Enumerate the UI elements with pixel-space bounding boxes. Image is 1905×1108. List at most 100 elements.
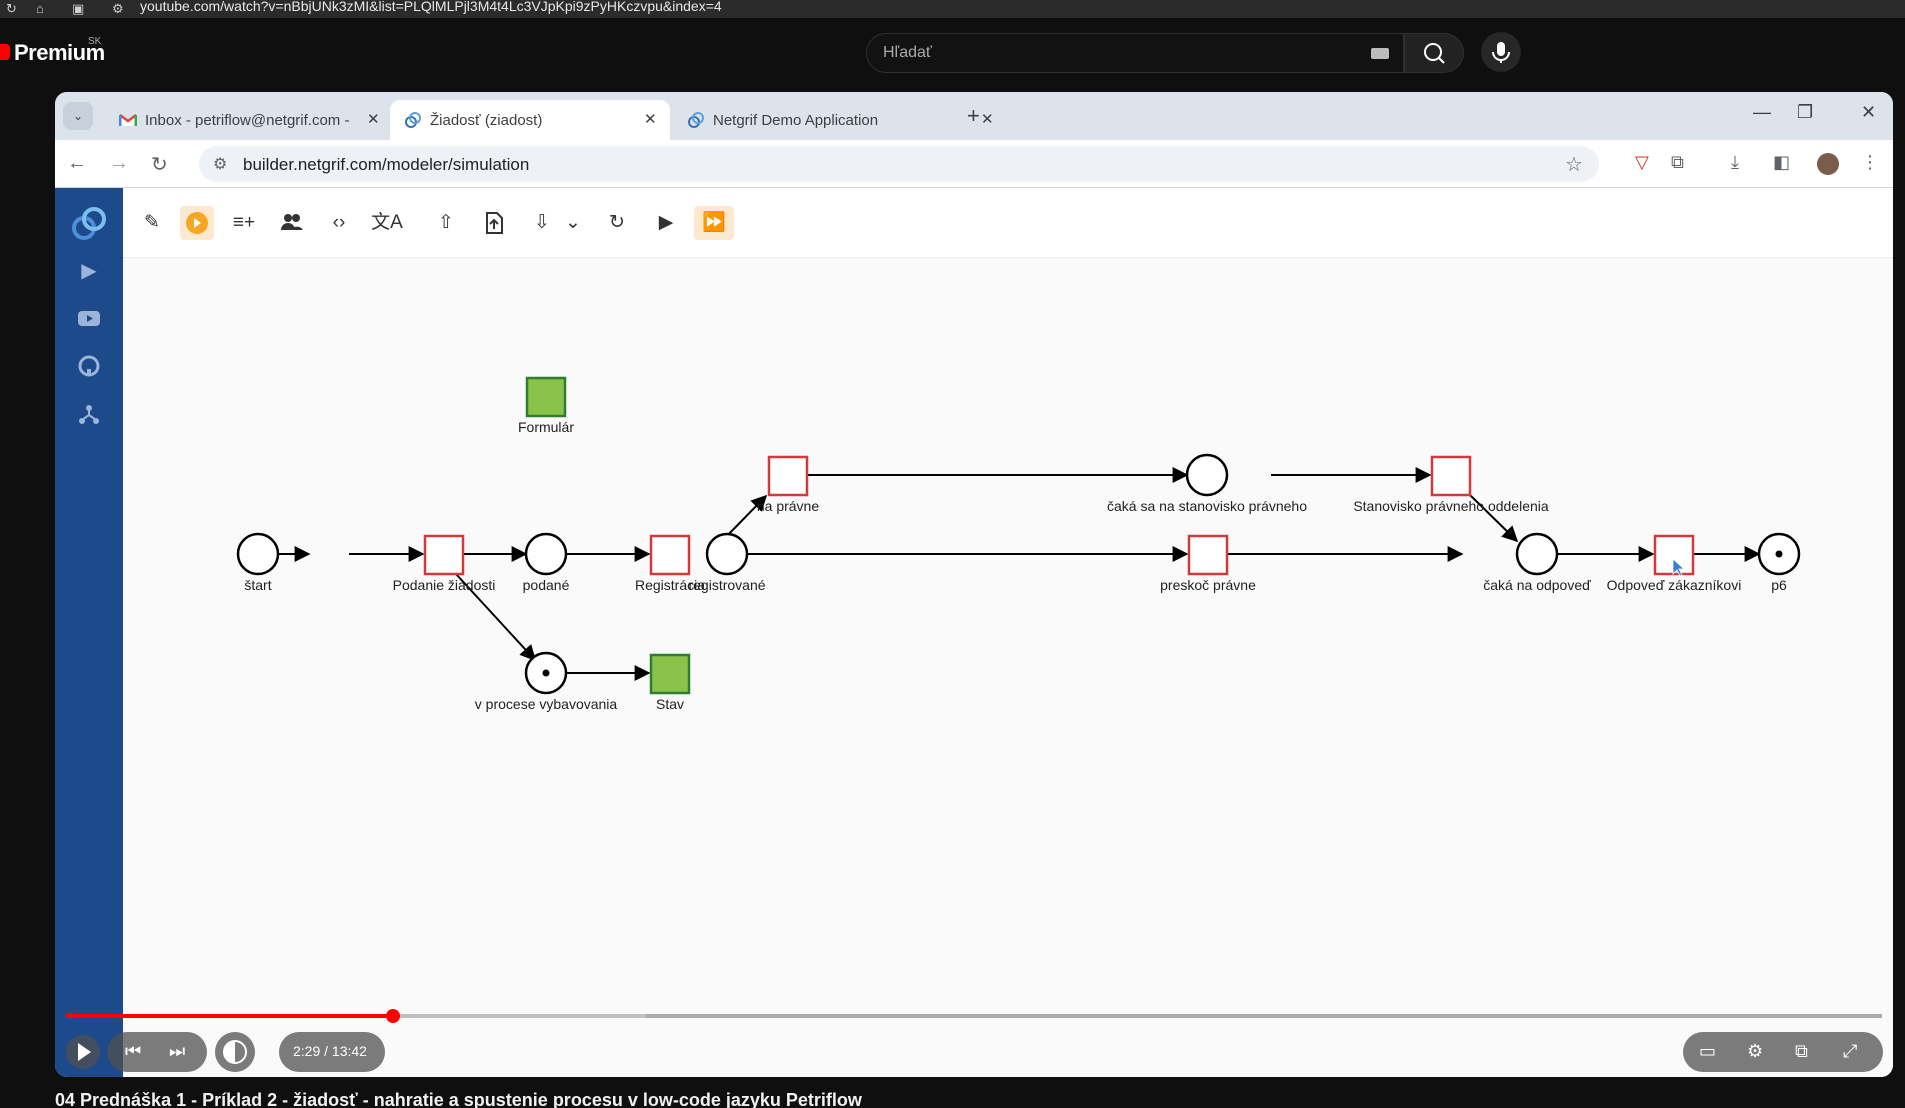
video-title[interactable]: 04 Prednáška 1 - Príklad 2 - žiadosť - n… xyxy=(55,1090,862,1108)
play-button[interactable] xyxy=(65,1032,101,1072)
transition-registracia[interactable] xyxy=(649,534,691,576)
place-label: štart xyxy=(244,577,271,593)
time-display: 2:29 / 13:42 xyxy=(279,1032,385,1072)
play-icon[interactable]: ▶ xyxy=(658,212,674,233)
home-icon[interactable]: ⌂ xyxy=(36,1,44,16)
roles-icon[interactable] xyxy=(275,206,309,240)
site-info-icon[interactable]: ⚙ xyxy=(112,1,124,16)
place-caka-odpoved[interactable] xyxy=(1515,532,1559,576)
region-code: SK xyxy=(88,36,102,47)
bookmark-star-icon[interactable]: ☆ xyxy=(1565,154,1583,176)
fast-forward-icon[interactable]: ⏩ xyxy=(694,206,734,240)
transition-preskoc[interactable] xyxy=(1187,534,1229,576)
minimize-icon[interactable]: — xyxy=(1753,102,1771,122)
youtube-logo-icon[interactable] xyxy=(0,44,10,60)
simulation-icon[interactable] xyxy=(180,206,214,240)
video-player[interactable]: ⌄ Inbox - petriflow@netgrif.com - ✕ Žiad… xyxy=(55,92,1893,1077)
search-button[interactable] xyxy=(1404,33,1464,73)
place-registrovane[interactable] xyxy=(705,532,749,576)
previous-icon[interactable]: ⏮ xyxy=(125,1041,142,1061)
close-tab-icon[interactable]: ✕ xyxy=(644,111,657,128)
netgrif-logo-icon[interactable] xyxy=(69,204,109,244)
netgrif-icon xyxy=(405,112,421,128)
youtube-icon[interactable] xyxy=(77,306,101,330)
import-file-icon[interactable] xyxy=(477,206,511,240)
app-sidebar: ▶ xyxy=(55,188,123,1077)
theater-mode-icon[interactable]: ⧉ xyxy=(1795,1041,1808,1061)
new-tab-icon[interactable]: + xyxy=(967,103,980,128)
youtube-premium-logo[interactable]: Premium xyxy=(14,40,105,65)
place-label: podané xyxy=(523,577,570,593)
transition-stav[interactable] xyxy=(649,653,691,695)
tab-netgrif-demo[interactable]: Netgrif Demo Application ✕ xyxy=(673,100,1003,140)
github-icon[interactable] xyxy=(77,354,101,378)
close-tab-icon[interactable]: ✕ xyxy=(367,111,380,128)
place-caka-stanovisko[interactable] xyxy=(1185,453,1229,497)
back-icon[interactable]: ← xyxy=(67,152,87,174)
tab-title: Žiadosť (ziadost) xyxy=(430,112,543,129)
play-icon xyxy=(66,1035,100,1069)
keyboard-icon[interactable] xyxy=(1371,48,1389,59)
volume-button[interactable] xyxy=(215,1032,255,1072)
upload-icon[interactable]: ⇧ xyxy=(438,212,454,233)
subtitles-icon[interactable]: ▭ xyxy=(1699,1041,1717,1061)
tab-title: Netgrif Demo Application xyxy=(713,112,879,129)
forward-icon[interactable]: → xyxy=(109,152,129,174)
modeler-canvas-area: ✎ ≡+ ‹› 文A ⇧ ⇩ ⌄ ↻ ▶ ⏩ xyxy=(123,188,1893,1077)
outer-url[interactable]: youtube.com/watch?v=nBbjUNk3zMI&list=PLQ… xyxy=(140,0,722,14)
play-icon[interactable]: ▶ xyxy=(81,260,97,282)
address-bar[interactable]: ⚙ builder.netgrif.com/modeler/simulation… xyxy=(199,146,1599,182)
site-settings-icon[interactable]: ⚙ xyxy=(213,156,228,173)
download-icon[interactable]: ⇩ xyxy=(534,212,550,233)
transition-podanie[interactable] xyxy=(423,534,465,576)
reload-icon[interactable]: ↻ xyxy=(151,154,168,176)
microphone-icon xyxy=(1492,42,1510,63)
extension-pocket-icon[interactable]: ▽ xyxy=(1635,152,1649,172)
chevron-down-icon[interactable]: ⌄ xyxy=(565,212,581,233)
close-tab-icon[interactable]: ✕ xyxy=(981,111,994,128)
voice-search-button[interactable] xyxy=(1481,32,1521,72)
network-icon[interactable] xyxy=(77,402,101,426)
skip-controls: ⏮ ⏭ xyxy=(107,1032,207,1072)
place-podane[interactable] xyxy=(524,532,568,576)
progress-track[interactable] xyxy=(66,1014,1882,1018)
netgrif-icon xyxy=(688,112,704,128)
transition-stanovisko[interactable] xyxy=(1430,455,1472,497)
tab-search-button[interactable]: ⌄ xyxy=(63,102,93,130)
reload-icon[interactable]: ↻ xyxy=(6,1,17,16)
extensions-icon[interactable]: ⧉ xyxy=(1671,152,1684,172)
right-controls: ▭ ⚙ ⧉ ⤢ xyxy=(1683,1032,1883,1072)
place-start[interactable] xyxy=(236,532,280,576)
side-panel-icon[interactable]: ◧ xyxy=(1773,152,1791,172)
transition-label: Stanovisko právneho oddelenia xyxy=(1353,498,1549,514)
outer-browser-bar: ↻ ⌂ ▣ ⚙ youtube.com/watch?v=nBbjUNk3zMI&… xyxy=(0,0,1905,18)
transition-label: na právne xyxy=(757,498,819,514)
transition-label: Formulár xyxy=(518,419,574,435)
progress-played xyxy=(66,1014,393,1018)
edit-icon[interactable]: ✎ xyxy=(144,212,160,233)
progress-scrubber[interactable] xyxy=(386,1009,400,1023)
code-icon[interactable]: ‹› xyxy=(332,212,346,233)
next-icon[interactable]: ⏭ xyxy=(169,1041,186,1061)
restore-icon[interactable]: ❐ xyxy=(1797,102,1814,122)
transition-label: Registrácia xyxy=(635,577,705,593)
petri-net-diagram: štart podané registrované čaká sa na sta… xyxy=(236,376,1801,712)
chrome-tab-strip: ⌄ Inbox - petriflow@netgrif.com - ✕ Žiad… xyxy=(55,92,1893,140)
translate-icon[interactable]: 文A xyxy=(371,212,403,233)
download-icon[interactable]: ⤓ xyxy=(1731,152,1739,172)
url-text[interactable]: builder.netgrif.com/modeler/simulation xyxy=(243,155,530,174)
tab-ziadost[interactable]: Žiadosť (ziadost) ✕ xyxy=(390,100,670,140)
add-data-icon[interactable]: ≡+ xyxy=(232,212,256,233)
transition-na-pravne[interactable] xyxy=(767,455,809,497)
place-label: registrované xyxy=(688,577,765,593)
settings-icon[interactable]: ⚙ xyxy=(1747,1041,1764,1061)
search-input[interactable]: Hľadať xyxy=(866,33,1404,73)
transition-formular[interactable] xyxy=(525,376,567,418)
menu-kebab-icon[interactable]: ⋮ xyxy=(1861,152,1879,172)
fullscreen-icon[interactable]: ⤢ xyxy=(1843,1041,1858,1061)
avatar[interactable] xyxy=(1817,153,1839,175)
close-window-icon[interactable]: ✕ xyxy=(1861,102,1877,122)
tabs-icon[interactable]: ▣ xyxy=(72,1,85,16)
tab-inbox[interactable]: Inbox - petriflow@netgrif.com - ✕ xyxy=(105,100,390,140)
reset-icon[interactable]: ↻ xyxy=(609,212,625,233)
